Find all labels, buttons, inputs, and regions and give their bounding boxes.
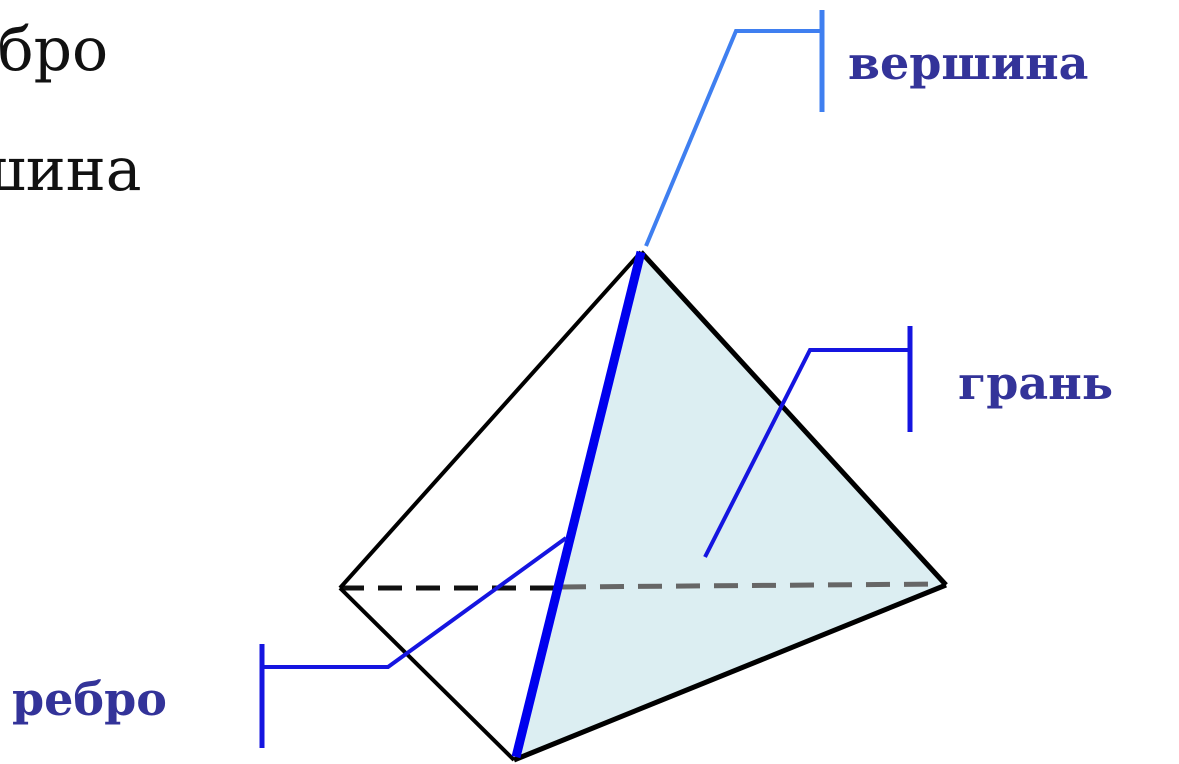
edge-right-bottom xyxy=(513,582,947,763)
vertex-leader-line xyxy=(644,29,822,247)
label-vertex: вершина xyxy=(848,36,1089,90)
left-text-line-2: шина xyxy=(0,135,142,205)
edge-apex-left xyxy=(338,250,643,590)
hidden-edge-front-segment xyxy=(561,581,945,590)
label-edge: ребро xyxy=(12,672,167,726)
left-text-line-1: ебро xyxy=(0,15,109,85)
face-leader-line xyxy=(703,348,910,558)
edge-apex-right xyxy=(639,250,948,587)
label-face: грань xyxy=(958,356,1114,410)
edge-left-bottom xyxy=(338,586,516,762)
edge-leader-line xyxy=(262,536,568,669)
highlighted-edge xyxy=(511,250,646,759)
